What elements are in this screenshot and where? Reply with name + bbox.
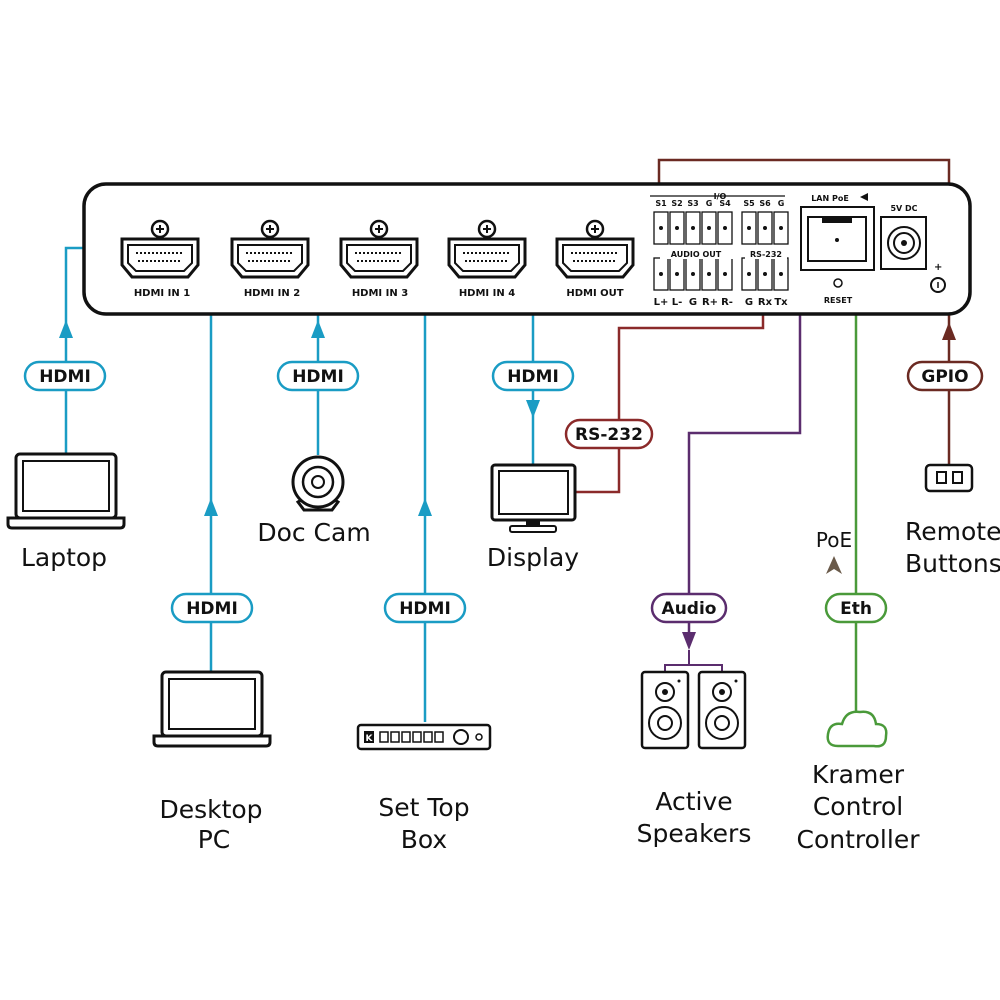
- cloud-icon: [826, 710, 888, 748]
- io-pin-s6: S6: [759, 199, 771, 208]
- hdmi-in-3-label: HDMI IN 3: [352, 288, 408, 299]
- cable-hdmi-in-4: [423, 246, 450, 722]
- cable-audio: [687, 278, 802, 640]
- pin-rx: Rx: [758, 297, 773, 308]
- display-label: Display: [487, 543, 579, 572]
- desktop-label-line2: PC: [198, 825, 231, 854]
- arrow-up-hdmi-1: [59, 320, 73, 338]
- hdmi-in-1-label: HDMI IN 1: [134, 288, 190, 299]
- reset-button[interactable]: [833, 278, 843, 288]
- io-pin-g1: G: [706, 199, 713, 208]
- rs232-port-label: RS-232: [750, 250, 782, 259]
- pill-hdmi-1: HDMI: [23, 360, 107, 392]
- svg-text:HDMI: HDMI: [399, 599, 451, 619]
- arrow-up-gpio: [942, 322, 956, 340]
- hdmi-in-2-label: HDMI IN 2: [244, 288, 300, 299]
- svg-text:RS-232: RS-232: [575, 425, 643, 445]
- pin-g-audio: G: [689, 297, 697, 308]
- lan-indicator-icon: [860, 193, 868, 201]
- io-pin-s3: S3: [687, 199, 698, 208]
- pill-hdmi-3: HDMI: [276, 360, 360, 392]
- svg-text:HDMI: HDMI: [507, 367, 559, 387]
- remote-buttons-icon: [924, 463, 974, 493]
- poe-arrow-icon: [826, 556, 842, 574]
- power-label: 5V DC: [890, 204, 917, 213]
- io-pin-g2: G: [778, 199, 785, 208]
- svg-text:HDMI: HDMI: [186, 599, 238, 619]
- speakers-icon: [640, 670, 747, 750]
- controller-label-line2: Control: [813, 792, 903, 821]
- svg-text:GPIO: GPIO: [921, 367, 968, 387]
- desktop-pc-icon: [152, 670, 272, 748]
- io-pin-s4: S4: [719, 199, 731, 208]
- display-icon: [490, 463, 577, 533]
- remote-label-line1: Remote: [905, 517, 1000, 546]
- io-pin-s2: S2: [671, 199, 682, 208]
- pin-l-minus: L-: [672, 297, 683, 308]
- doc-cam-label: Doc Cam: [257, 518, 370, 547]
- laptop-label: Laptop: [21, 543, 107, 572]
- poe-label: PoE: [816, 528, 852, 552]
- pill-hdmi-2: HDMI: [170, 592, 254, 624]
- pill-rs232: RS-232: [564, 418, 654, 450]
- svg-text:Eth: Eth: [840, 599, 872, 619]
- pin-r-plus: R+: [702, 297, 718, 308]
- lan-poe-port[interactable]: LAN PoE RESET: [800, 193, 875, 305]
- speakers-label-line2: Speakers: [637, 819, 752, 848]
- svg-text:K: K: [366, 734, 374, 744]
- set-top-label-line2: Box: [401, 825, 447, 854]
- doc-cam-icon: [291, 455, 345, 512]
- svg-text:HDMI: HDMI: [39, 367, 91, 387]
- io-label: I/O: [714, 192, 727, 201]
- lan-poe-label: LAN PoE: [811, 194, 849, 203]
- pin-l-plus: L+: [654, 297, 669, 308]
- arrow-down-hdmi-out: [526, 400, 540, 418]
- arrow-up-hdmi-3: [311, 320, 325, 338]
- pin-g-rs232: G: [745, 297, 753, 308]
- pill-eth: Eth: [824, 592, 888, 624]
- plus-icon: +: [934, 262, 942, 273]
- speakers-label-line1: Active: [655, 787, 732, 816]
- pill-audio: Audio: [650, 592, 728, 624]
- pin-tx: Tx: [774, 297, 788, 308]
- io-terminal-block[interactable]: I/O S1 S2 S3 G S4 S5 S6 G: [650, 192, 789, 245]
- power-port[interactable]: 5V DC +: [880, 204, 946, 293]
- set-top-label-line1: Set Top: [378, 793, 469, 822]
- controller-label-line3: Controller: [797, 825, 921, 854]
- pill-hdmi-4: HDMI: [383, 592, 467, 624]
- hdmi-out-label: HDMI OUT: [566, 288, 623, 299]
- pill-gpio: GPIO: [906, 360, 984, 392]
- desktop-label-line1: Desktop: [159, 795, 262, 824]
- arrow-up-hdmi-2: [204, 498, 218, 516]
- svg-text:HDMI: HDMI: [292, 367, 344, 387]
- pin-r-minus: R-: [721, 297, 733, 308]
- set-top-box-icon: K: [356, 723, 492, 751]
- controller-label-line1: Kramer: [812, 760, 905, 789]
- reset-label: RESET: [824, 296, 853, 305]
- audio-rs232-terminal-block[interactable]: AUDIO OUT RS-232 L+ L- G R+ R- G Rx Tx: [653, 250, 789, 308]
- io-pin-s1: S1: [655, 199, 667, 208]
- remote-label-line2: Buttons: [905, 549, 1000, 578]
- pill-hdmi-out: HDMI: [491, 360, 575, 392]
- arrow-down-audio: [682, 632, 696, 650]
- arrow-up-hdmi-4: [418, 498, 432, 516]
- cable-audio-split: [664, 664, 723, 672]
- laptop-icon: [6, 452, 126, 530]
- io-pin-s5: S5: [743, 199, 755, 208]
- hdmi-in-4-label: HDMI IN 4: [459, 288, 515, 299]
- svg-text:Audio: Audio: [662, 599, 717, 619]
- audio-out-label: AUDIO OUT: [671, 250, 722, 259]
